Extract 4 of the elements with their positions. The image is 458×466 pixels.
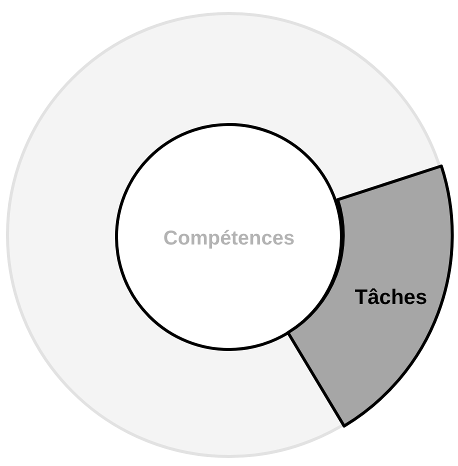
outer-circle <box>6 12 452 458</box>
inner-circle <box>115 123 343 351</box>
node-label: Compétences <box>163 228 295 250</box>
node-label: Tâches <box>354 286 428 310</box>
